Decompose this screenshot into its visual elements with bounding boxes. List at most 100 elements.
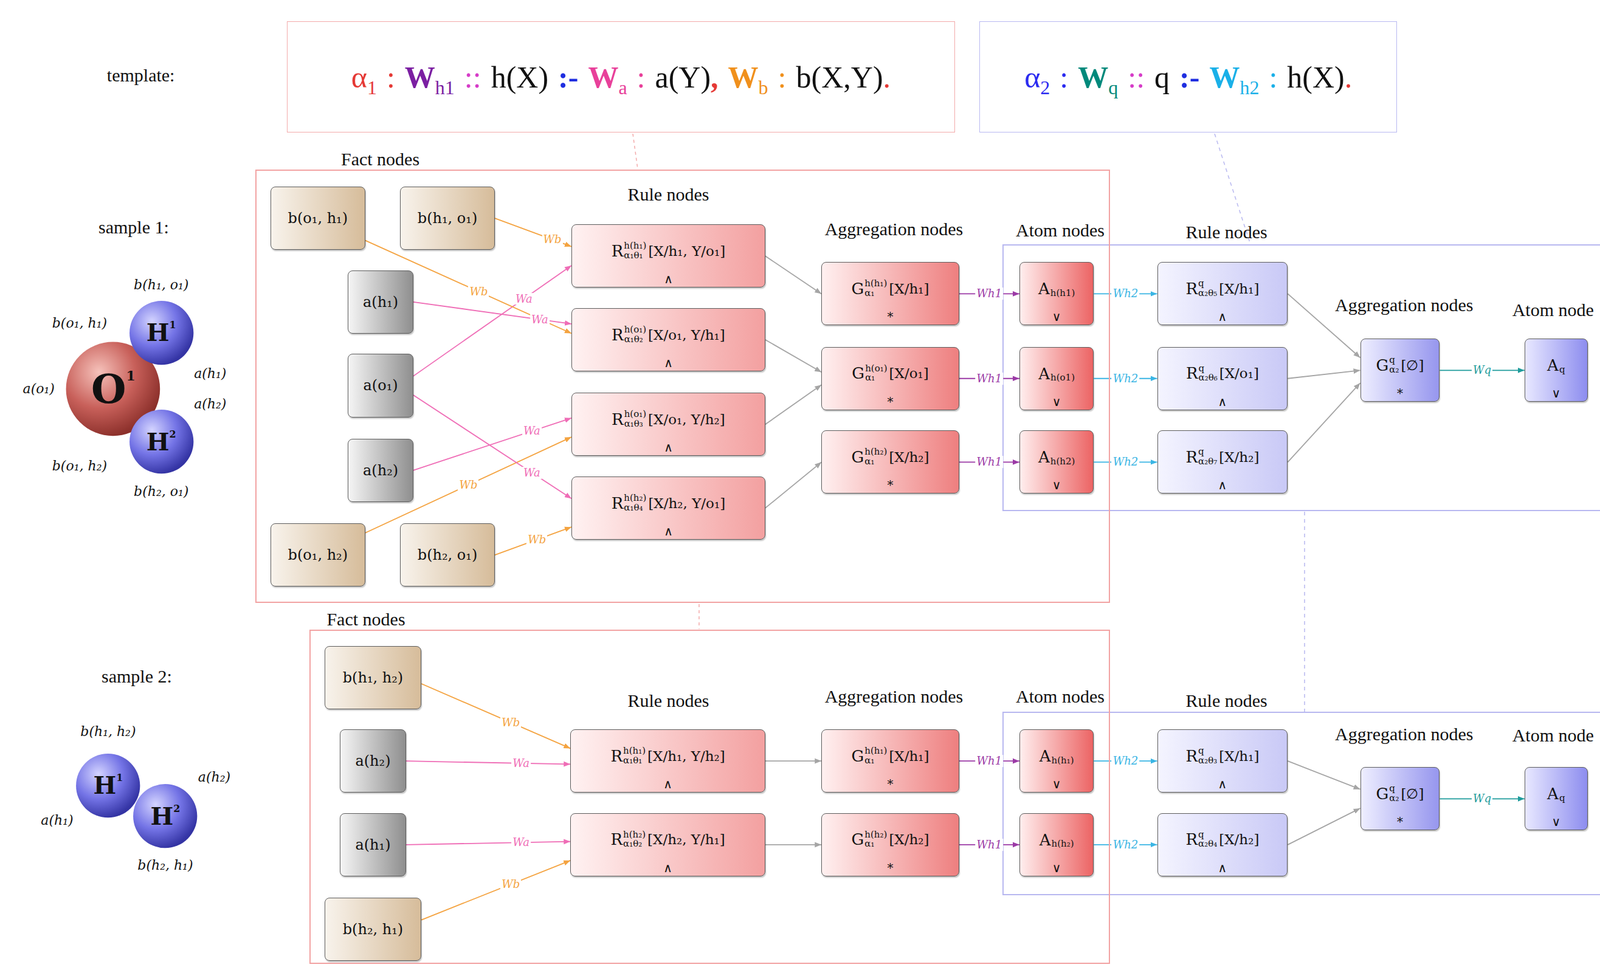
fact-label: a(h₂) xyxy=(355,752,391,770)
node-superscript: q xyxy=(1198,364,1218,374)
relation-label: b(o₁, h₁) xyxy=(52,315,107,331)
rule-token: . xyxy=(1344,59,1353,95)
node-operator: ∧ xyxy=(572,525,765,538)
relation-label: a(o₁) xyxy=(23,381,55,397)
element-index: 1 xyxy=(169,320,177,331)
element-symbol: H xyxy=(93,773,117,798)
sample-region: b(o₁, h₁)b(h₁, o₁)a(h₁)a(o₁)a(h₂)b(o₁, h… xyxy=(255,169,1111,604)
atom-node: Ah(h₁)∨ xyxy=(1019,729,1095,793)
fact-node: b(h₁, o₁) xyxy=(400,186,495,250)
aggregation-node: Gqα₂[∅]* xyxy=(1360,767,1441,831)
fact-label: a(h₁) xyxy=(355,836,391,854)
node-substitution: [X/h₂] xyxy=(888,832,929,849)
node-operator: ∧ xyxy=(1158,862,1288,875)
node-substitution: [∅] xyxy=(1400,786,1424,802)
rule-token: W xyxy=(728,59,759,95)
fact-label: a(h₂) xyxy=(362,462,399,480)
rule-token: : xyxy=(386,59,396,95)
relation-label: b(h₁, o₁) xyxy=(133,277,189,293)
node-substitution: [X/h₁, Y/h₂] xyxy=(647,748,726,765)
fact-node: a(h₂) xyxy=(339,729,407,793)
section-label: Aggregation nodes xyxy=(1334,294,1473,317)
node-substitution: [X/h₁, Y/o₁] xyxy=(648,243,726,259)
node-symbol: R xyxy=(611,494,624,513)
fact-label: b(h₁, o₁) xyxy=(417,209,478,227)
connector xyxy=(765,255,822,294)
node-subscript: α₁ xyxy=(864,840,887,850)
atom-node: Aq∨ xyxy=(1524,338,1588,402)
node-operator: * xyxy=(821,862,959,875)
node-operator: * xyxy=(821,310,959,323)
section-label: Rule nodes xyxy=(627,184,709,206)
rule-token: :- xyxy=(558,59,579,95)
element-index: 1 xyxy=(125,368,135,383)
section-label: template: xyxy=(106,65,176,87)
rule-token: q xyxy=(1108,76,1118,100)
node-subscript: α₂ xyxy=(1389,793,1399,804)
rule-token: h1 xyxy=(435,76,455,100)
node-superscript: h(h₁) xyxy=(864,279,887,290)
node-subscript: h(h2) xyxy=(1050,455,1076,467)
fact-node: b(o₁, h₂) xyxy=(270,523,366,587)
script-stack: h(h₁)α₁ xyxy=(864,746,887,766)
node-operator: ∨ xyxy=(1020,479,1094,492)
node-subscript: α₂θ₇ xyxy=(1198,457,1218,467)
weight-label: Wq xyxy=(1471,364,1493,377)
node-subscript: α₁ xyxy=(864,457,887,467)
atom-node: Ah(o1)∨ xyxy=(1019,347,1095,411)
script-stack: qα₂θ₇ xyxy=(1198,447,1218,467)
script-stack: h(h₂)α₁θ₂ xyxy=(623,830,646,850)
node-superscript: q xyxy=(1198,447,1218,458)
rule-token: h(X) xyxy=(491,59,549,95)
node-subscript: h(o1) xyxy=(1050,372,1075,383)
node-operator: * xyxy=(1361,387,1440,400)
weight-label: Wa xyxy=(522,424,542,438)
rule-token: :: xyxy=(1127,59,1145,95)
node-subscript: α₂θ₅ xyxy=(1198,288,1218,299)
node-substitution: [X/o₁] xyxy=(1219,365,1259,382)
rule-token: :: xyxy=(464,59,482,95)
node-operator: ∧ xyxy=(572,272,765,286)
script-stack: qα₂θ₆ xyxy=(1198,364,1218,384)
script-stack: h(h₁)α₁ xyxy=(864,279,887,300)
rule-token: b(X,Y) xyxy=(796,59,884,95)
node-symbol: A xyxy=(1039,831,1052,850)
rule-node: Rqα₂θ₆[X/o₁]∧ xyxy=(1157,347,1289,411)
connector xyxy=(765,760,822,762)
node-substitution: [X/h₂] xyxy=(888,449,929,466)
connector xyxy=(406,841,571,845)
region-heading: Fact nodes xyxy=(341,148,420,169)
node-symbol: G xyxy=(851,831,865,850)
weight-label: Wh1 xyxy=(975,755,1004,768)
node-symbol: A xyxy=(1038,279,1050,298)
rule-token: 2 xyxy=(1040,76,1050,100)
section-label: Aggregation nodes xyxy=(824,686,963,708)
script-stack: h(o₁)α₁θ₃ xyxy=(624,409,647,430)
dashed-link xyxy=(698,604,700,630)
node-symbol: G xyxy=(851,747,865,766)
section-label: Aggregation nodes xyxy=(824,218,963,241)
fact-label: b(o₁, h₂) xyxy=(288,546,349,564)
node-operator: ∧ xyxy=(572,441,765,454)
node-operator: ∧ xyxy=(570,862,765,875)
node-operator: ∨ xyxy=(1020,862,1094,875)
weight-label: Wh1 xyxy=(975,288,1004,301)
sample-region: b(h₁, h₂)a(h₂)a(h₁)b(h₂, h₁)Rh(h₁)α₁θ₁[X… xyxy=(309,629,1111,965)
fact-node: a(h₁) xyxy=(347,270,413,334)
node-superscript: h(o₁) xyxy=(624,409,647,420)
connector xyxy=(421,860,571,921)
connector xyxy=(494,218,572,247)
relation-label: b(h₂, o₁) xyxy=(133,483,189,500)
weight-label: Wa xyxy=(511,757,531,770)
fact-node: b(h₁, h₂) xyxy=(324,646,422,710)
node-symbol: G xyxy=(851,364,865,383)
connector xyxy=(413,418,572,471)
node-symbol: G xyxy=(1376,356,1390,375)
node-operator: ∨ xyxy=(1020,778,1094,791)
node-subscript: α₁θ₃ xyxy=(624,419,647,430)
weight-label: Wh2 xyxy=(1111,288,1140,301)
rule-node: Rqα₂θ₇[X/h₂]∧ xyxy=(1157,430,1289,494)
node-operator: ∧ xyxy=(572,356,765,369)
node-symbol: R xyxy=(610,747,623,766)
